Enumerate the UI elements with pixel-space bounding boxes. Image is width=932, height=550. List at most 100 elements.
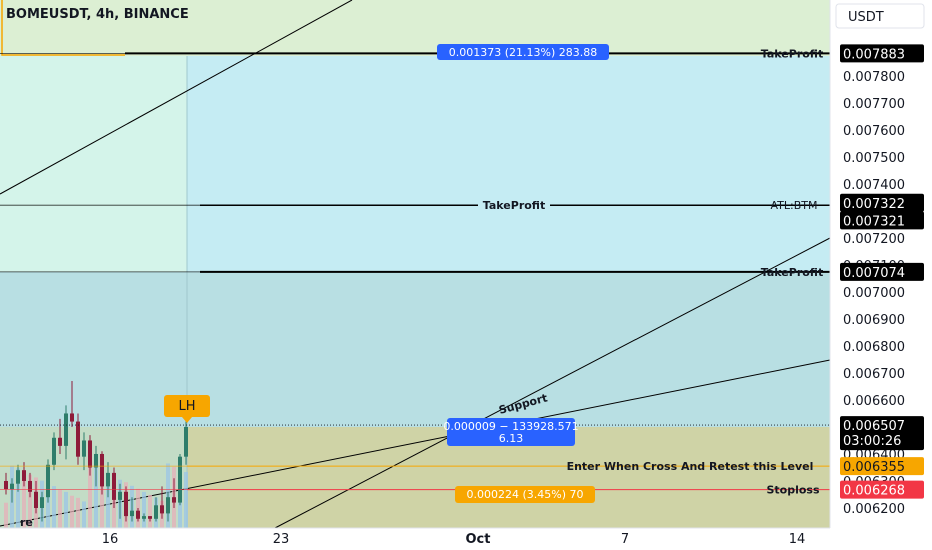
candle-body [184,426,188,457]
candlesticks[interactable] [4,381,188,522]
candle[interactable] [70,381,74,427]
symbol-title[interactable]: BOMEUSDT, 4h, BINANCE [6,7,189,22]
volume-bar [106,473,110,528]
candle[interactable] [100,451,104,495]
stop-measure-pill[interactable]: 0.000224 (3.45%) 70 [455,486,595,503]
y-tick-label: 0.007000 [843,286,905,301]
candle[interactable] [28,472,32,498]
y-tick-label: 0.007200 [843,232,905,247]
candle-body [10,483,14,490]
trend-line-rising[interactable] [274,237,831,529]
candle[interactable] [88,435,92,476]
price-tags[interactable]: 0.007883 0.007322 0.007321 0.007074 0.006355… [840,44,924,499]
price-tag-text: 0.007321 [843,214,905,229]
lh-marker[interactable]: LH [164,395,210,423]
candle-body [142,516,146,519]
candle-body [112,472,116,500]
candle-body [88,440,92,468]
volume-bar [16,468,20,528]
candle[interactable] [154,497,158,522]
lh-marker-pointer [182,417,192,423]
candle[interactable] [130,497,134,522]
x-tick-label: 14 [789,532,806,547]
candle[interactable] [46,459,50,503]
volume-bar [142,491,146,528]
candle-body [40,497,44,508]
candle[interactable] [184,421,188,465]
price-tag[interactable]: 0.006268 [840,480,924,499]
volume-bar [58,489,62,528]
price-tag-bg [840,193,924,212]
entry-measure-pill-bg [447,418,575,446]
candle-body [28,480,32,492]
candle[interactable] [40,491,44,522]
volume-bar [184,472,188,528]
price-tag[interactable]: 0.007322 [840,193,924,212]
candle-body [100,453,104,487]
y-tick-label: 0.007700 [843,97,905,112]
target-measure-pill-bg [437,44,609,60]
y-tick-label: 0.007600 [843,124,905,139]
volume-bar [22,471,26,528]
candle-body [4,480,8,490]
candle[interactable] [112,467,116,508]
candle-body [94,453,98,468]
price-tag[interactable]: 0.007321 [840,211,924,230]
candle[interactable] [172,478,176,508]
volume-bar [94,467,98,528]
volume-bar [52,486,56,528]
x-tick-label: 16 [102,532,119,547]
volume-bar [88,464,92,528]
candle[interactable] [64,405,68,460]
candle[interactable] [160,486,164,519]
currency-button-label: USDT [848,10,884,25]
candle[interactable] [16,464,20,492]
upper-zone-border [1,0,125,56]
candle[interactable] [4,472,8,495]
candle[interactable] [178,453,182,506]
candle[interactable] [142,513,146,522]
candle[interactable] [10,478,14,503]
candle-body [22,470,26,481]
candle[interactable] [82,432,86,471]
candle-body [64,413,68,446]
candle[interactable] [148,516,152,522]
volume-bar [100,469,104,528]
stop-measure-pill-bg [455,486,595,503]
candle-body [118,491,122,500]
volume-bar [64,491,68,528]
candle[interactable] [52,432,56,471]
price-tag[interactable]: 0.007883 [840,44,924,63]
candle[interactable] [124,486,128,522]
candle-body [136,510,140,519]
price-level[interactable]: TakeProfit [0,266,830,279]
candle[interactable] [106,462,110,498]
x-tick-label: 7 [621,532,629,547]
price-tag-bg [840,211,924,230]
volume-bar [28,474,32,528]
price-tag[interactable]: 0.007074 [840,262,924,281]
price-tag-text: 0.006355 [843,460,905,475]
stop-measure-pill-text: 0.000224 (3.45%) 70 [466,488,583,501]
currency-button[interactable]: USDT [835,3,925,29]
price-tag-text: 0.007322 [843,197,905,212]
y-tick-label: 0.006600 [843,394,905,409]
target-measure-pill[interactable]: 0.001373 (21.13%) 283.88 [437,44,609,60]
currency-button-bg [835,3,925,29]
candle[interactable] [34,480,38,514]
candle[interactable] [166,491,170,522]
candle[interactable] [76,413,80,465]
price-tag-text: 0.007074 [843,266,905,281]
candle[interactable] [136,508,140,522]
price-tag-bg [840,262,924,281]
trend-line-upper-left[interactable] [0,0,353,195]
price-tag[interactable]: 0.006355 [840,457,924,476]
price-level[interactable]: Enter When Cross And Retest this Level [0,460,830,473]
candle-body [58,437,62,446]
entry-measure-pill[interactable]: 0.000009 − 133928.571 6.13 [443,418,579,446]
candle-body [16,470,20,484]
